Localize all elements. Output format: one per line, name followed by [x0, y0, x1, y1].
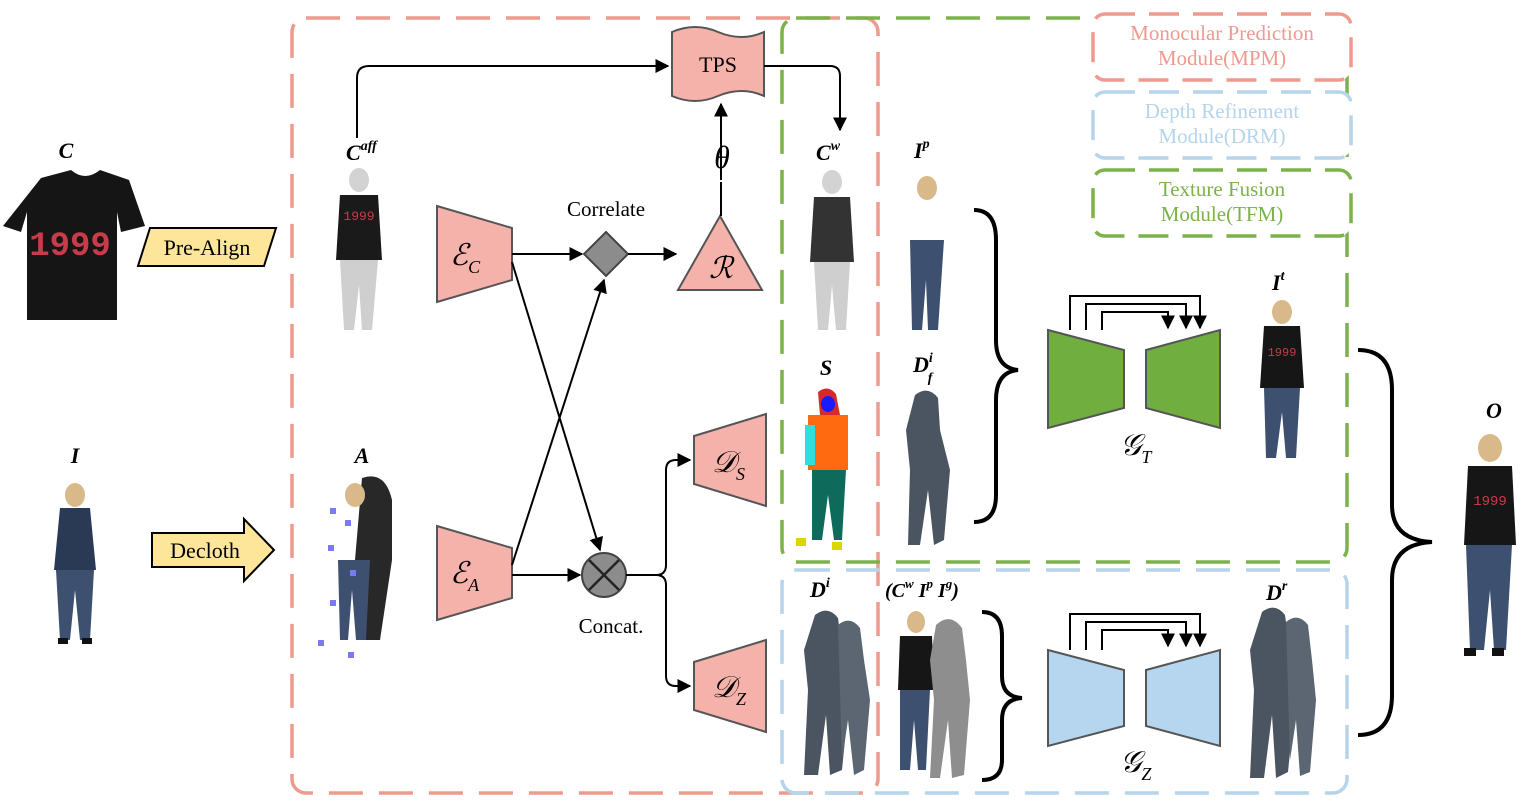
tshirt-print: 1999 [29, 228, 111, 266]
label-it: It [1271, 269, 1286, 295]
label-s: S [820, 355, 832, 380]
edge-caff-tps [356, 59, 670, 138]
label-triple: (Cw Ip Ig) [885, 576, 959, 602]
svg-text:1999: 1999 [343, 209, 374, 224]
legend-tfm-box [1091, 168, 1353, 238]
decoder-z-shape [693, 638, 767, 734]
label-dr: Dr [1265, 579, 1288, 605]
edge-gt-skip2 [1085, 303, 1193, 330]
edge-concat-ds [626, 453, 692, 576]
legend-drm-box [1091, 90, 1353, 160]
svg-text:1999: 1999 [1473, 494, 1507, 510]
edge-gz-skip1 [1069, 613, 1207, 650]
tps-label: TPS [699, 52, 737, 77]
tshirt-image: 1999 [3, 170, 145, 320]
edge-ea-correlate [511, 278, 607, 566]
encoder-c-shape [436, 204, 513, 304]
label-caff: Caff [346, 139, 378, 165]
legend-mpm-line1: Monocular Prediction [1130, 21, 1314, 45]
agnostic-image [318, 476, 392, 658]
edge-gt-skip1 [1069, 295, 1207, 330]
edge-gz-skip2 [1085, 621, 1193, 650]
decloth-arrow [151, 516, 276, 584]
di-image [804, 610, 870, 775]
dr-image [1250, 607, 1316, 778]
triple-image [898, 611, 970, 778]
encoder-a-label: ℰA [450, 557, 480, 595]
edge-gt-skip3 [1101, 311, 1175, 330]
label-a: A [353, 443, 370, 468]
gt-encoder [1047, 328, 1125, 430]
svg-text:1999: 1999 [1268, 346, 1297, 360]
caff-image: 1999 [336, 168, 382, 330]
concat-cross [588, 559, 620, 591]
seg-image [796, 388, 848, 550]
brace-drm [981, 610, 1023, 782]
gz-encoder [1047, 648, 1125, 748]
edge-gz-skip3 [1101, 629, 1175, 650]
tps-shape [671, 26, 765, 102]
encoder-c-label: ℰC [450, 239, 481, 277]
brace-tfm [973, 208, 1019, 524]
legend-drm-line1: Depth Refinement [1145, 99, 1300, 123]
output-image: 1999 [1464, 434, 1516, 656]
regressor-label: ℛ [709, 252, 735, 285]
correlate-label: Correlate [567, 197, 645, 221]
gz-label: 𝒢Z [1120, 746, 1152, 784]
legend-tfm-line1: Texture Fusion [1159, 177, 1286, 201]
dfi-image [906, 390, 950, 545]
gt-label: 𝒢T [1120, 429, 1153, 467]
ip-image [910, 176, 944, 330]
label-c: C [59, 138, 74, 163]
label-i: I [70, 443, 81, 468]
concat-label: Concat. [579, 614, 644, 638]
edge-tps-cw [764, 65, 847, 132]
decoder-s-shape [693, 412, 767, 508]
edge-concat-dz [655, 574, 692, 693]
label-o: O [1486, 398, 1502, 423]
tfm-box [780, 16, 1349, 564]
regressor-shape [676, 213, 764, 291]
edge-ec-concat [511, 261, 604, 552]
encoder-a-shape [436, 524, 513, 622]
legend-mpm-box [1091, 12, 1353, 82]
it-image: 1999 [1260, 300, 1304, 458]
label-ip: Ip [913, 137, 930, 163]
legend-mpm-line2: Module(MPM) [1158, 46, 1286, 70]
decloth-label: Decloth [170, 538, 240, 563]
prealign-shape [136, 227, 278, 267]
edges [356, 59, 1207, 693]
brace-output [1357, 348, 1433, 737]
gz-decoder [1145, 648, 1221, 748]
gt-decoder [1145, 328, 1221, 430]
legend-drm-line2: Module(DRM) [1158, 124, 1285, 148]
person-image [54, 483, 96, 644]
label-di: Di [809, 576, 830, 602]
mpm-box [290, 16, 880, 795]
cw-image [810, 170, 854, 330]
prealign-label: Pre-Align [164, 235, 251, 260]
label-cw: Cw [816, 139, 841, 165]
correlate-diamond [582, 230, 630, 278]
legend-tfm-line2: Module(TFM) [1161, 202, 1284, 226]
drm-box [780, 568, 1349, 795]
